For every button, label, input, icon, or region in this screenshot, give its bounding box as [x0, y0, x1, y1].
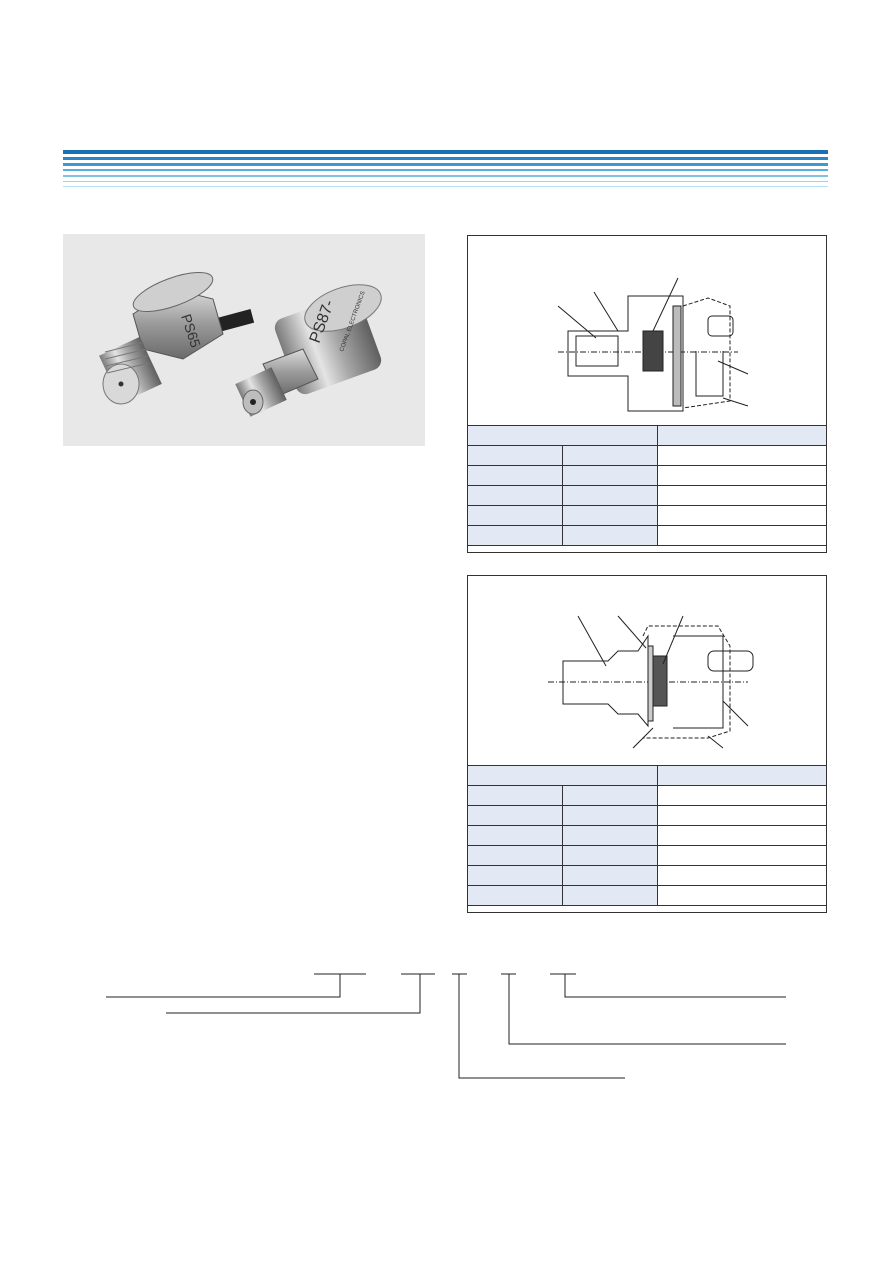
table-row [467, 485, 827, 506]
part-name-cell [562, 465, 658, 486]
ordering-code-leader-lines [106, 973, 786, 1079]
part-name-cell [562, 445, 658, 466]
row-number-cell [467, 525, 563, 546]
sensor-left: PS65 [99, 272, 255, 405]
row-number-cell [467, 505, 563, 526]
material-cell [657, 865, 827, 886]
table-row [467, 465, 827, 486]
stripe-4 [63, 169, 828, 171]
row-number-cell [467, 805, 563, 826]
part-name-cell [562, 885, 658, 906]
leader-line-5 [564, 974, 786, 998]
header-stripe-bar [63, 148, 828, 190]
stripe-3 [63, 163, 828, 166]
table-row [467, 505, 827, 526]
leader-line-4 [508, 974, 786, 1045]
part-name-cell [562, 845, 658, 866]
row-number-cell [467, 485, 563, 506]
sensor-right: PS87- COPAL ELECTRONICS [235, 284, 382, 417]
part-name-cell [562, 485, 658, 506]
stripe-2 [63, 157, 828, 160]
material-cell [657, 525, 827, 546]
structure-diagram-2 [548, 615, 754, 749]
header-part-cell [467, 425, 658, 446]
header-part-cell [467, 765, 658, 786]
stripe-6 [63, 181, 828, 182]
header-material-cell [657, 425, 827, 446]
part-name-cell [562, 525, 658, 546]
table-row [467, 445, 827, 466]
material-cell [657, 445, 827, 466]
structure-table-1 [467, 425, 827, 546]
leader-line-2 [166, 974, 421, 1014]
table-row [467, 785, 827, 806]
header-material-cell [657, 765, 827, 786]
row-number-cell [467, 865, 563, 886]
leader-line-1 [106, 974, 341, 998]
material-cell [657, 505, 827, 526]
part-name-cell [562, 865, 658, 886]
part-name-cell [562, 825, 658, 846]
table-row [467, 845, 827, 866]
row-number-cell [467, 885, 563, 906]
part-name-cell [562, 805, 658, 826]
row-number-cell [467, 785, 563, 806]
table-row [467, 885, 827, 906]
table-row [467, 865, 827, 886]
stripe-7 [63, 186, 828, 187]
table-header-row [467, 765, 827, 786]
table-row [467, 825, 827, 846]
table-row [467, 805, 827, 826]
structure-panel-2 [467, 575, 827, 913]
sensor-photo-illustration: PS65 PS87- COPAL ELECTRONICS [99, 272, 382, 417]
product-photo: PS65 PS87- COPAL ELECTRONICS [63, 234, 425, 446]
row-number-cell [467, 465, 563, 486]
material-cell [657, 785, 827, 806]
table-row [467, 525, 827, 546]
structure-panel-1 [467, 235, 827, 553]
leader-line-3 [458, 974, 625, 1079]
row-number-cell [467, 845, 563, 866]
stripe-1 [63, 150, 828, 154]
material-cell [657, 885, 827, 906]
structure-diagram-1 [557, 277, 749, 412]
part-name-cell [562, 785, 658, 806]
table-header-row [467, 425, 827, 446]
material-cell [657, 805, 827, 826]
material-cell [657, 825, 827, 846]
row-number-cell [467, 445, 563, 466]
material-cell [657, 465, 827, 486]
part-name-cell [562, 505, 658, 526]
row-number-cell [467, 825, 563, 846]
material-cell [657, 845, 827, 866]
structure-table-2 [467, 765, 827, 906]
stripe-5 [63, 175, 828, 177]
material-cell [657, 485, 827, 506]
